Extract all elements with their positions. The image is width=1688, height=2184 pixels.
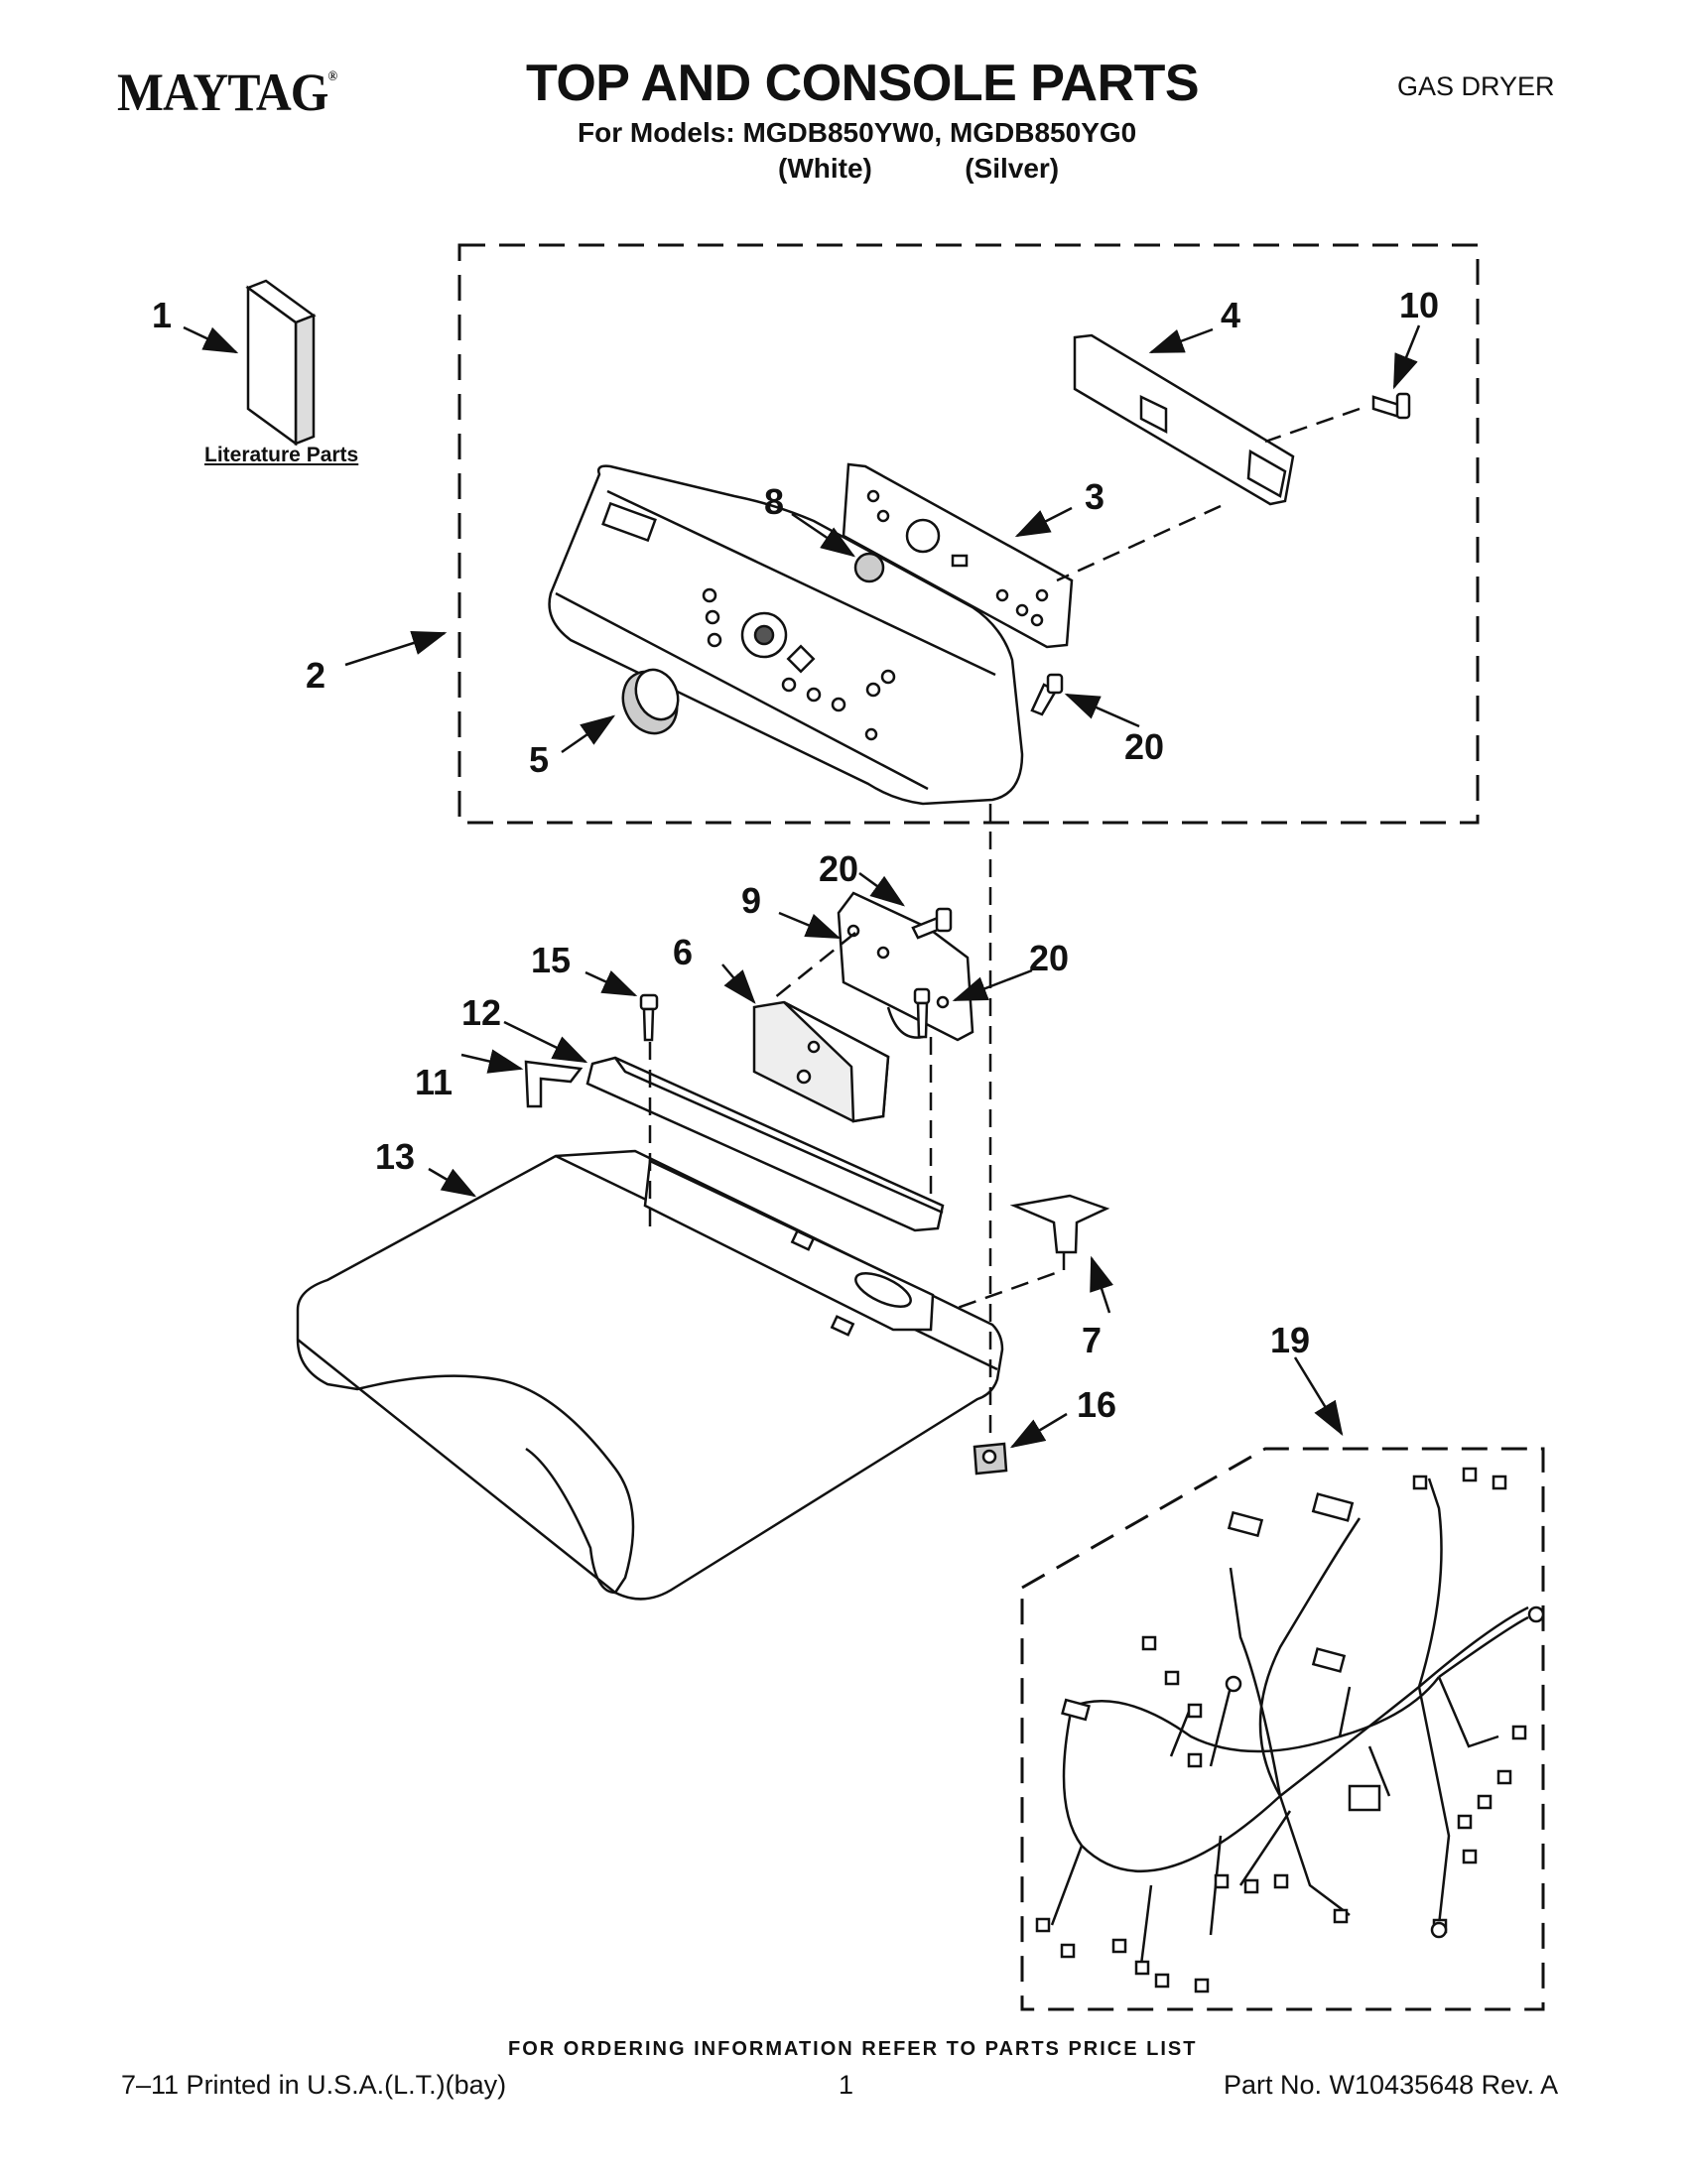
foam-strip-7	[1009, 1194, 1110, 1254]
console-panel	[548, 464, 1024, 806]
top-panel	[296, 1149, 1004, 1601]
callout-20-console: 20	[1124, 726, 1164, 767]
callout-16: 16	[1077, 1384, 1116, 1425]
console-knob	[621, 668, 680, 735]
wire-harness	[1050, 1477, 1529, 1966]
callout-arrows	[183, 324, 1421, 1449]
screw-10	[1371, 392, 1411, 420]
page-title: TOP AND CONSOLE PARTS	[526, 55, 1200, 112]
registered-mark: ®	[327, 69, 338, 84]
console-back-plate	[1073, 333, 1295, 506]
callout-13: 13	[375, 1136, 415, 1177]
callout-19: 19	[1270, 1320, 1310, 1360]
callout-6: 6	[673, 932, 693, 972]
timer-module	[752, 1000, 890, 1123]
callout-7: 7	[1082, 1320, 1102, 1360]
ordering-note: FOR ORDERING INFORMATION REFER TO PARTS …	[508, 2038, 1198, 2060]
assembly-lines	[648, 407, 1361, 1439]
callout-4: 4	[1221, 295, 1240, 335]
callout-10: 10	[1399, 285, 1439, 325]
product-type: GAS DRYER	[1397, 71, 1555, 101]
console-mounting-strip	[585, 1056, 945, 1232]
literature-book	[245, 279, 317, 447]
print-info: 7–11 Printed in U.S.A.(L.T.)(bay)	[121, 2070, 507, 2100]
screw-20-bracket-side	[913, 987, 931, 1039]
callout-1: 1	[152, 295, 172, 335]
models-line: For Models: MGDB850YW0, MGDB850YG0	[578, 117, 1137, 148]
foot-16	[973, 1442, 1008, 1476]
color-variants: (White) (Silver)	[778, 153, 1060, 184]
page-number: 1	[839, 2070, 854, 2100]
brand-logo: MAYTAG®	[117, 62, 338, 123]
callout-8: 8	[764, 481, 784, 522]
mounting-bracket	[837, 891, 974, 1042]
callout-3: 3	[1085, 476, 1104, 517]
harness-group-box	[1020, 1447, 1545, 2011]
knob-ring	[853, 552, 885, 583]
callout-11: 11	[415, 1062, 453, 1102]
harness-connectors	[1035, 1467, 1545, 1993]
callout-20-bracket-top: 20	[819, 848, 858, 889]
callout-12: 12	[461, 992, 501, 1033]
callout-5: 5	[529, 739, 549, 780]
screw-20-bracket-top	[911, 907, 953, 940]
callout-9: 9	[741, 880, 761, 921]
part-number: Part No. W10435648 Rev. A	[1224, 2070, 1559, 2100]
callout-20-bracket-side: 20	[1029, 938, 1069, 978]
screw-20-console	[1030, 673, 1064, 716]
brand-name: MAYTAG	[117, 63, 328, 122]
callout-2: 2	[306, 655, 325, 696]
screw-15	[639, 993, 659, 1042]
console-group-box	[457, 243, 1480, 825]
callout-15: 15	[531, 940, 571, 980]
literature-parts-label: Literature Parts	[204, 444, 359, 466]
foam-strip-11	[524, 1060, 584, 1108]
